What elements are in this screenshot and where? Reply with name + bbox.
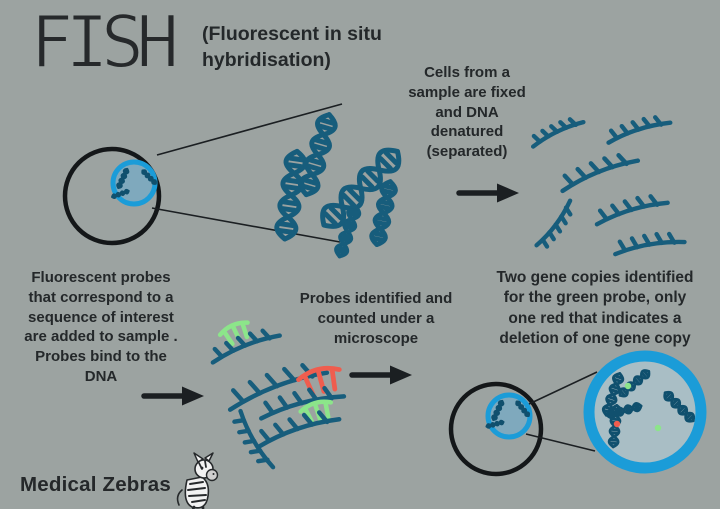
caption-step2-probes-added: Fluorescent probes that correspond to a … [24,269,178,385]
caption-step4-result: Two gene copies identified for the green… [496,269,694,348]
page-title: FISH [29,0,180,84]
dna-helix-icon [275,150,306,240]
page-subtitle: (Fluorescent in situ hybridisation) [202,23,382,72]
ssdna-strand-icon [557,148,639,191]
ssdna-strand-icon [537,200,578,252]
red-probe-signal [613,420,621,428]
magnifier-line [528,371,598,405]
caption-step3-count: Probes identified and counted under a mi… [299,290,453,347]
arrow-right-icon [459,184,519,203]
green-probe-signal [654,424,662,432]
caption-step1-denature: Cells from a sample are fixed and DNA de… [408,64,526,161]
cell-with-nucleus [62,146,162,246]
ssdna-strand-icon [613,230,684,254]
cell-outline-icon [62,146,162,246]
dna-helix-cluster [275,112,405,261]
denatured-dna-cluster [529,112,685,254]
magnified-nucleus [583,350,707,474]
cell-outline-icon [448,381,544,477]
zebra-logo-icon [176,452,219,509]
arrow-right-icon [352,366,412,385]
ssdna-strand-icon [593,191,668,224]
result-cell-with-nucleus [448,381,544,477]
brand-name: Medical Zebras [20,473,171,496]
magnifier-line [525,433,596,452]
ssdna-strand-icon [605,112,671,142]
arrow-right-icon [144,387,204,406]
magnifier-line [151,207,341,243]
green-probe-signal [624,382,632,390]
magnifier-line [156,103,343,156]
